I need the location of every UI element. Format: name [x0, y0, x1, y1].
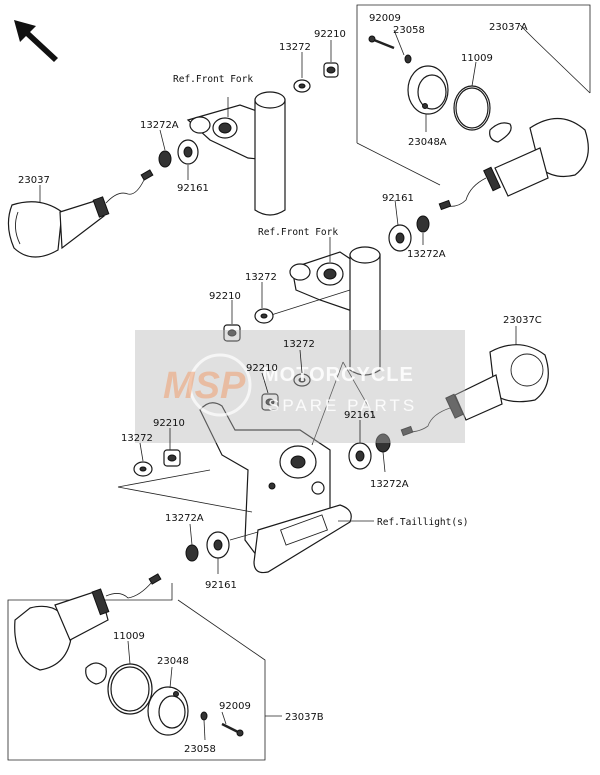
bulb-top	[489, 122, 512, 143]
front-direction-arrow-icon	[14, 20, 58, 62]
bulb-bottom	[85, 662, 107, 685]
turn-signal-23037a	[438, 117, 589, 211]
leader-lines	[39, 29, 517, 741]
turn-signal-23037c	[400, 344, 549, 437]
nut-13272a-right	[416, 215, 430, 233]
label-92161-left: 92161	[177, 183, 209, 194]
label-23037b: 23037B	[285, 712, 324, 723]
watermark-title: MOTORCYCLE	[262, 364, 414, 386]
washer-13272-center	[293, 373, 311, 387]
kit-box-23037b	[7, 583, 266, 761]
turn-signal-23037	[7, 169, 154, 258]
washer-13272-mid	[254, 308, 274, 324]
grommet-92161-left	[177, 139, 199, 165]
washer-13272-lower	[117, 461, 253, 513]
rear-bracket	[199, 361, 376, 574]
washer-23058-top	[404, 54, 412, 64]
nut-92210-lower	[163, 449, 181, 467]
part-labels: 92210 13272 Ref.Front Fork 13272A 23037 …	[18, 13, 542, 755]
label-ref-front-fork-top: Ref.Front Fork	[173, 74, 253, 85]
nut-92210-mid	[223, 324, 241, 342]
nut-13272a-left	[158, 150, 172, 168]
screw-92009-bottom	[221, 722, 244, 737]
o-ring-11009-bottom	[107, 663, 153, 715]
nut-92210-center	[261, 393, 279, 411]
nut-92210-top	[323, 62, 339, 78]
nut-13272a-lower	[185, 544, 199, 562]
label-92009-bottom: 92009	[219, 701, 251, 712]
watermark-logo: MSP	[163, 365, 246, 407]
label-13272a-left: 13272A	[140, 120, 179, 131]
washer-13272-top	[293, 79, 311, 93]
watermark-subtitle: SPARE PARTS	[268, 396, 417, 415]
label-23037c: 23037C	[503, 315, 542, 326]
label-92210-center: 92210	[246, 363, 278, 374]
label-23048: 23048	[157, 656, 189, 667]
label-23058-top: 23058	[393, 25, 425, 36]
kit-box-23037a	[356, 4, 591, 186]
front-fork-bracket-mid	[267, 246, 381, 376]
label-92210-lower: 92210	[153, 418, 185, 429]
label-92009-top: 92009	[369, 13, 401, 24]
label-92161-center: 92161	[344, 410, 376, 421]
label-13272-top: 13272	[279, 42, 311, 53]
label-13272-center: 13272	[283, 339, 315, 350]
lens-holder-23048a	[407, 65, 449, 115]
label-92210-top: 92210	[314, 29, 346, 40]
label-11009-top: 11009	[461, 53, 493, 64]
label-23058-bottom: 23058	[184, 744, 216, 755]
watermark: MSP MOTORCYCLE SPARE PARTS	[135, 330, 465, 443]
label-92210-mid: 92210	[209, 291, 241, 302]
washer-23058-bottom	[200, 711, 208, 721]
label-13272a-center: 13272A	[370, 479, 409, 490]
label-23048a: 23048A	[408, 137, 447, 148]
label-ref-front-fork-mid: Ref.Front Fork	[258, 227, 338, 238]
label-92161-right: 92161	[382, 193, 414, 204]
label-13272a-right: 13272A	[407, 249, 446, 260]
lens-holder-23048	[147, 686, 189, 736]
label-13272-lower: 13272	[121, 433, 153, 444]
front-fork-bracket-top	[186, 91, 286, 216]
o-ring-11009-top	[453, 85, 491, 131]
label-92161-lower: 92161	[205, 580, 237, 591]
turn-signal-23037b	[14, 573, 162, 671]
label-13272a-lower: 13272A	[165, 513, 204, 524]
grommet-92161-center	[348, 442, 372, 470]
screw-92009-top	[368, 35, 395, 50]
label-11009-bottom: 11009	[113, 631, 145, 642]
grommet-92161-right	[388, 224, 412, 252]
label-23037: 23037	[18, 175, 50, 186]
label-13272-mid: 13272	[245, 272, 277, 283]
label-23037a: 23037A	[489, 22, 528, 33]
label-ref-taillight: Ref.Taillight(s)	[377, 517, 469, 528]
